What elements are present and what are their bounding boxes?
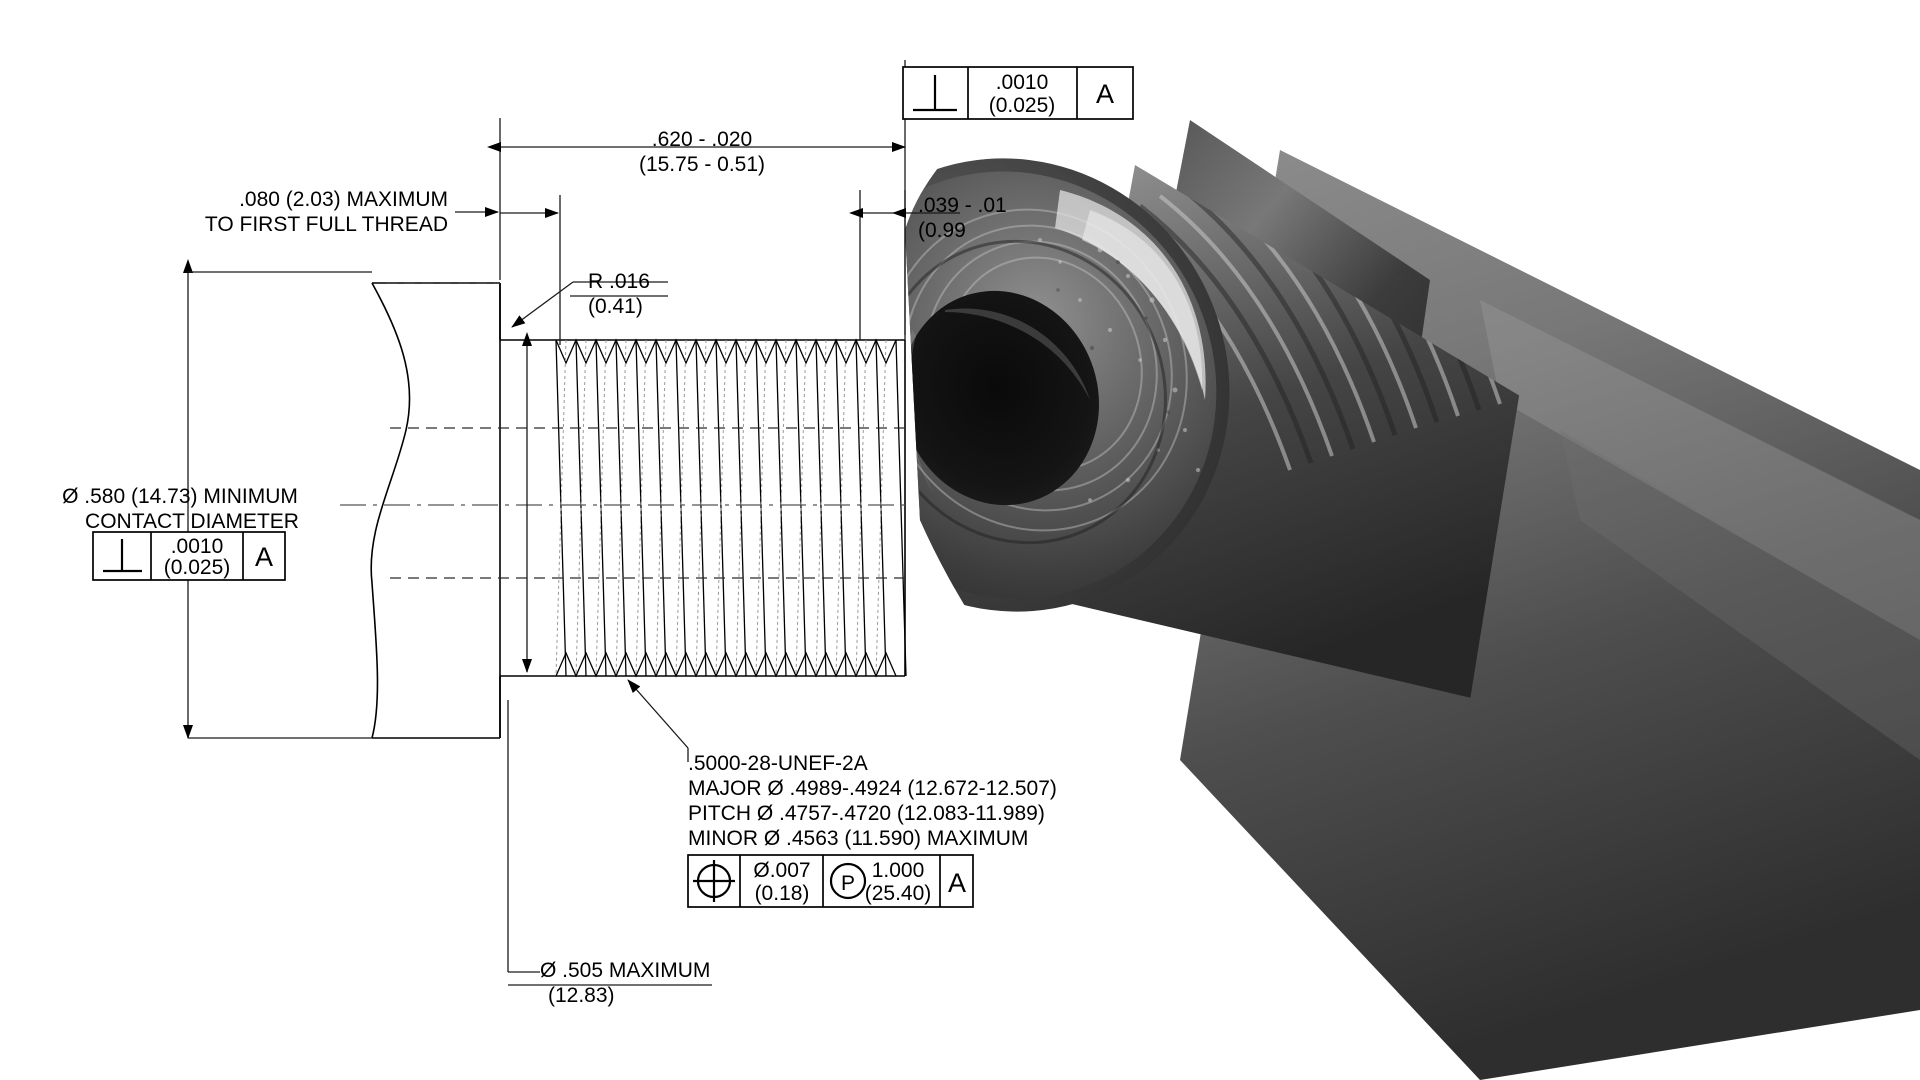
thread-profile-top	[555, 338, 897, 365]
fcf-position-tolerance-line2: (0.18)	[755, 882, 810, 905]
thread-length-dim-line2: (15.75 - 0.51)	[639, 153, 765, 176]
fcf-left-tolerance-line2: (0.025)	[164, 556, 231, 579]
thread-designation: .5000-28-UNEF-2A	[688, 752, 868, 775]
fcf-left-tolerance-line1: .0010	[171, 535, 224, 558]
thread-length-dim-line1: .620 - .020	[652, 128, 752, 151]
contact-diameter-line2: CONTACT DIAMETER	[85, 510, 299, 533]
projected-modifier-letter: P	[841, 872, 855, 895]
position-symbol	[693, 860, 735, 902]
part-outline	[370, 282, 906, 739]
fcf-top-tolerance-line1: .0010	[996, 71, 1049, 94]
text-annotations: .620 - .020 (15.75 - 0.51) .080 (2.03) M…	[62, 128, 1057, 1007]
shoulder-diameter-line1: Ø .505 MAXIMUM	[540, 959, 710, 982]
minor-diameter-hidden-lines	[386, 282, 905, 579]
fcf-position[interactable]: Ø.007 (0.18) P 1.000 (25.40) A	[687, 854, 974, 908]
fcf-top-datum: A	[1096, 79, 1114, 109]
thread-flanks	[555, 339, 907, 677]
perpendicularity-symbol	[103, 539, 142, 573]
projected-tolerance-modifier: P	[829, 862, 867, 900]
shoulder-diameter-line2: (12.83)	[548, 984, 615, 1007]
fcf-left-perpendicularity[interactable]: .0010 (0.025) A	[92, 531, 286, 581]
fcf-position-projected-line1: 1.000	[872, 859, 925, 882]
thread-minor-diameter: MINOR Ø .4563 (11.590) MAXIMUM	[688, 827, 1028, 850]
muzzle-photograph	[905, 120, 1920, 1080]
fcf-left-datum: A	[255, 542, 273, 572]
radius-callout-line1: R .016	[588, 270, 650, 293]
thread-major-diameter: MAJOR Ø .4989-.4924 (12.672-12.507)	[688, 777, 1057, 800]
dimension-lines	[183, 60, 960, 973]
thread-profile-bottom	[555, 651, 897, 678]
contact-diameter-line1: Ø .580 (14.73) MINIMUM	[62, 485, 298, 508]
first-full-thread-line2: TO FIRST FULL THREAD	[205, 213, 448, 236]
relief-width-line2: (0.99	[918, 219, 966, 242]
perpendicularity-symbol	[913, 75, 957, 112]
fcf-top-perpendicularity[interactable]: .0010 (0.025) A	[902, 66, 1134, 120]
first-full-thread-line1: .080 (2.03) MAXIMUM	[239, 188, 448, 211]
thread-pitch-diameter: PITCH Ø .4757-.4720 (12.083-11.989)	[688, 802, 1045, 825]
radius-callout-line2: (0.41)	[588, 295, 643, 318]
fcf-position-projected-line2: (25.40)	[865, 882, 932, 905]
fcf-position-tolerance-line1: Ø.007	[753, 859, 810, 882]
fcf-top-tolerance-line2: (0.025)	[989, 94, 1056, 117]
relief-width-line1: .039 - .01	[918, 194, 1007, 217]
fcf-position-datum: A	[948, 868, 966, 898]
